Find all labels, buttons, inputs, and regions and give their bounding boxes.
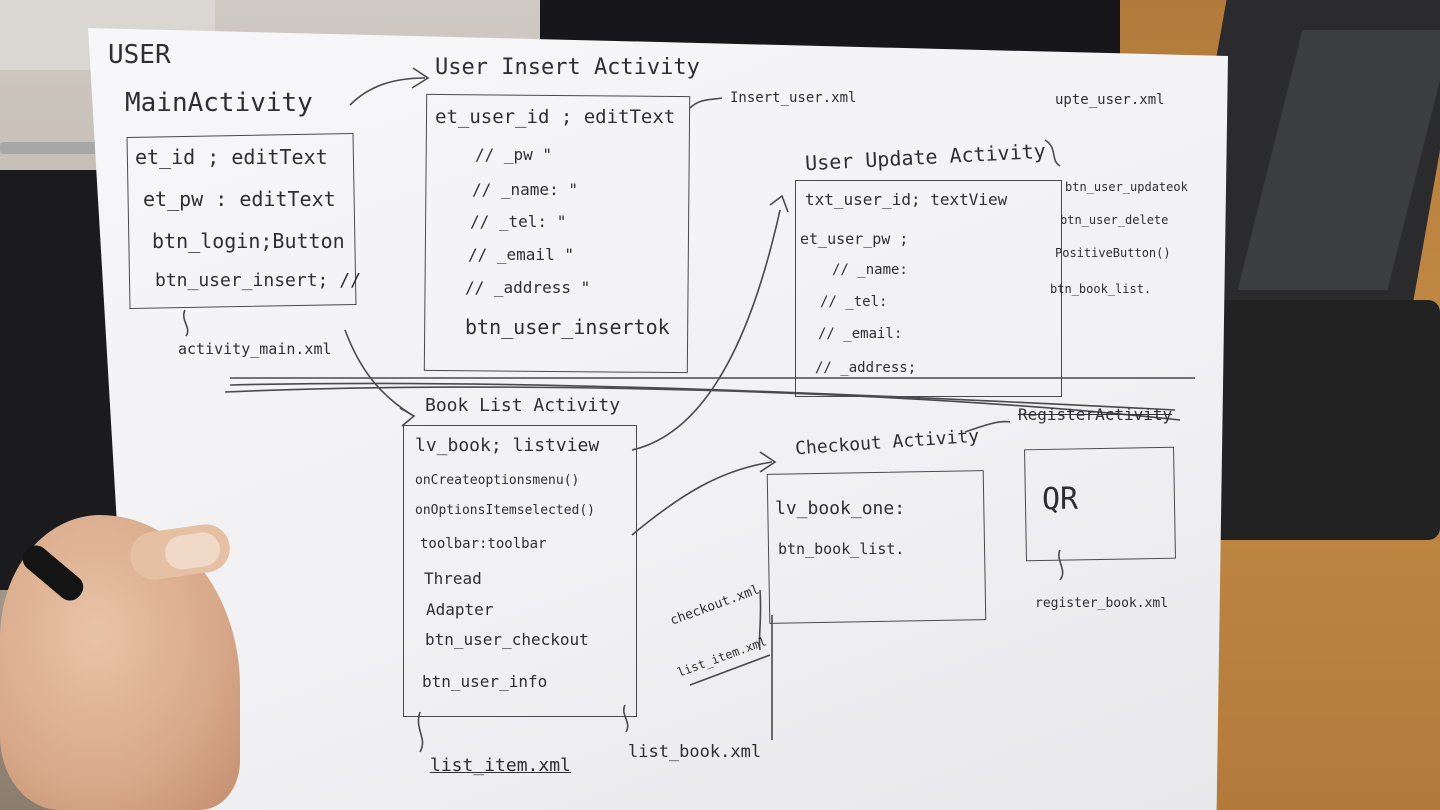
arrow-head-main-to-insert (411, 67, 430, 89)
user-insert-item: // _tel: " (470, 212, 567, 231)
book-list-item: Adapter (426, 600, 494, 619)
user-insert-item: et_user_id ; editText (435, 106, 676, 128)
book-list-item: toolbar:toolbar (420, 536, 547, 552)
user-update-item: // _address; (815, 360, 917, 376)
line-across-2 (229, 382, 1176, 411)
checkout-activity-item: lv_book_one: (775, 498, 906, 519)
book-list-item: btn_user_info (422, 672, 548, 691)
main-activity-title: MainActivity (125, 88, 313, 118)
book-list-activity-box (403, 425, 637, 717)
user-update-activity-box (795, 180, 1062, 397)
book-list-xml-right: list_book.xml (628, 742, 762, 762)
brace-list-item (417, 711, 424, 753)
brace-checkout-xml (758, 589, 762, 651)
header-user: USER (108, 40, 171, 70)
arrow-head-update (769, 194, 789, 213)
user-update-item: // _email: (818, 326, 903, 342)
brace-list-book (623, 704, 629, 733)
user-insert-item: // _pw " (475, 145, 553, 164)
user-update-item: et_user_pw ; (800, 230, 909, 248)
user-insert-activity-title: User Insert Activity (435, 55, 700, 80)
user-insert-item: // _email " (468, 245, 574, 264)
arrow-booklist-to-update (631, 209, 781, 451)
user-update-side-item: btn_user_delete (1060, 213, 1169, 227)
user-update-side-item: btn_user_updateok (1065, 180, 1188, 194)
main-activity-item: et_pw : editText (143, 187, 336, 211)
user-insert-xml: Insert_user.xml (730, 90, 857, 106)
main-activity-item: btn_login;Button (152, 229, 345, 253)
arrow-checkout-to-register (964, 420, 1011, 433)
brace-update-xml (1044, 139, 1061, 167)
arrow-main-to-insert (349, 77, 426, 106)
background-metal-rail (0, 142, 110, 154)
book-list-item: lv_book; listview (415, 435, 600, 456)
main-activity-xml: activity_main.xml (178, 340, 332, 358)
background-monitor-stand (1210, 300, 1440, 540)
user-insert-item: // _name: " (472, 180, 578, 199)
book-list-activity-title: Book List Activity (425, 395, 621, 416)
book-list-xml-left: list_item.xml (430, 755, 571, 776)
arrow-booklist-to-checkout (631, 461, 773, 536)
arrow-main-to-booklist (344, 329, 413, 416)
user-insert-item: // _address " (465, 278, 591, 297)
arrow-head-checkout (759, 451, 777, 473)
main-activity-item: et_id ; editText (135, 145, 328, 169)
book-list-item: onOptionsItemselected() (415, 503, 596, 518)
brace-register-xml (1058, 549, 1064, 581)
book-list-item: btn_user_checkout (425, 630, 589, 649)
arrow-head-booklist (399, 407, 416, 427)
user-update-side-item: PositiveButton() (1055, 246, 1171, 260)
register-activity-title: RegisterActivity (1018, 405, 1173, 424)
brace-main-xml (183, 309, 189, 337)
arrow-insert-to-xml (689, 97, 723, 109)
user-update-item: // _name: (832, 262, 908, 278)
user-insert-item: btn_user_insertok (465, 315, 670, 339)
user-update-item: // _tel: (820, 294, 888, 310)
checkout-activity-item: btn_book_list. (778, 540, 905, 558)
line-across-1 (224, 386, 1181, 421)
user-update-side-item: btn_book_list. (1050, 282, 1152, 296)
user-update-item: txt_user_id; textView (805, 190, 1008, 209)
book-list-item: Thread (424, 569, 482, 588)
underline-checkout-xml (689, 654, 771, 686)
main-activity-item: btn_user_insert; // (155, 270, 361, 291)
register-xml: register_book.xml (1035, 596, 1169, 611)
sketch-paper (88, 28, 1228, 810)
book-list-item: onCreateoptionsmenu() (415, 473, 580, 488)
register-qr-label: QR (1042, 482, 1079, 517)
user-update-xml: upte_user.xml (1055, 92, 1165, 108)
